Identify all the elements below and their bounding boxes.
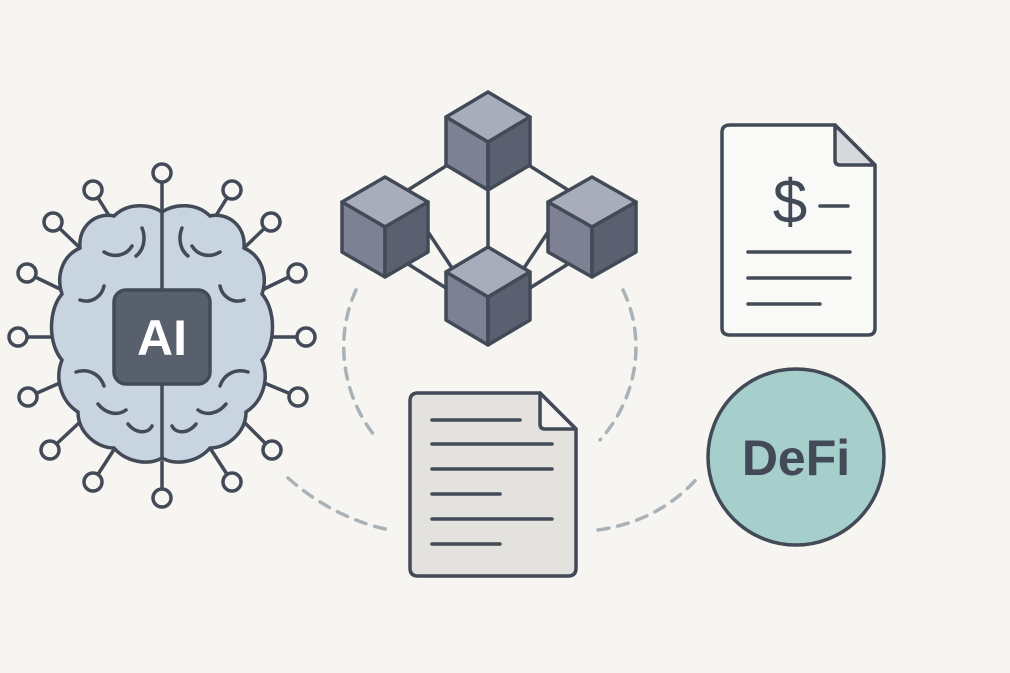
invoice-document-icon: $ <box>720 123 877 337</box>
brain-folds <box>74 226 250 434</box>
document-page <box>408 391 578 578</box>
defi-label: DeFi <box>742 430 850 486</box>
connector-blockchain-loop-right <box>598 288 638 442</box>
invoice-page-fold <box>833 123 877 167</box>
connector-document-to-defi <box>596 473 702 532</box>
invoice-lines <box>746 204 852 306</box>
dashed-connectors <box>286 288 702 532</box>
dollar-sign: $ <box>773 168 807 237</box>
connector-blockchain-loop-left <box>341 288 380 442</box>
text-document-icon <box>408 391 578 578</box>
invoice-page <box>720 123 877 337</box>
defi-coin-icon: DeFi <box>706 367 886 547</box>
blockchain-cubes-icon <box>340 90 638 347</box>
ai-label: AI <box>137 310 187 366</box>
document-page-fold <box>538 391 578 431</box>
blockchain-side-links <box>406 164 570 290</box>
cube-bottom <box>444 245 532 347</box>
cube-right <box>546 175 638 279</box>
cube-top <box>444 90 532 192</box>
cube-left <box>340 175 430 279</box>
connector-brain-to-document <box>286 476 392 532</box>
brain-circuit-icon: AI <box>7 162 317 509</box>
defi-coin <box>706 367 886 547</box>
ai-chip <box>112 288 212 386</box>
document-lines <box>430 418 554 546</box>
